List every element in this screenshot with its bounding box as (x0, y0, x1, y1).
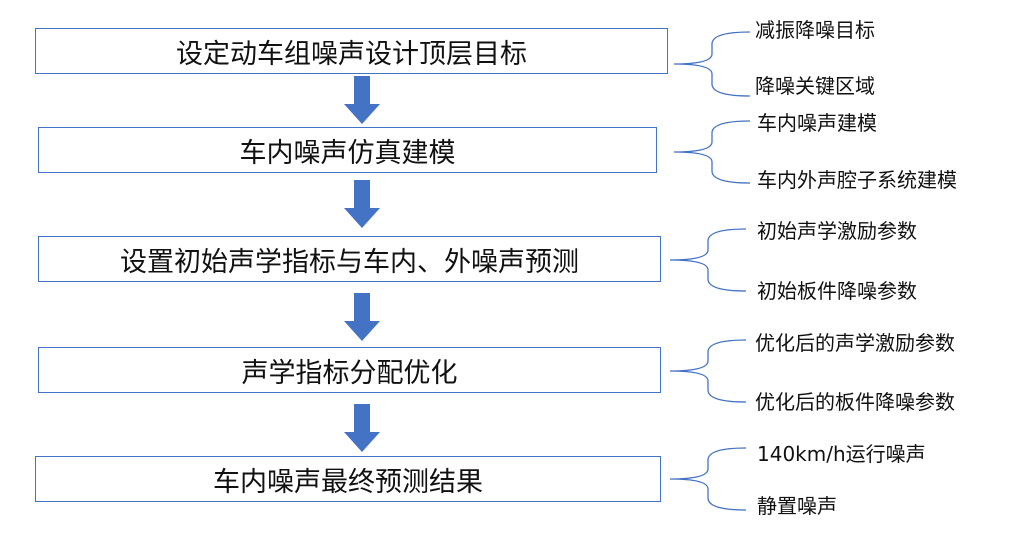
down-arrow-4 (344, 404, 380, 452)
step-box-4: 声学指标分配优化 (38, 347, 661, 393)
brace-5 (669, 447, 747, 511)
step-box-2: 车内噪声仿真建模 (38, 127, 657, 173)
step-box-3: 设置初始声学指标与车内、外噪声预测 (38, 236, 661, 282)
note-3a: 初始声学激励参数 (757, 219, 917, 243)
brace-4 (669, 339, 747, 403)
note-1b: 降噪关键区域 (755, 74, 875, 98)
down-arrow-3 (344, 293, 380, 341)
down-arrow-2 (344, 180, 380, 228)
note-5b: 静置噪声 (757, 494, 837, 518)
note-3b: 初始板件降噪参数 (757, 279, 917, 303)
note-1a: 减振降噪目标 (755, 18, 875, 42)
step-box-1: 设定动车组噪声设计顶层目标 (35, 28, 668, 74)
brace-2 (673, 120, 751, 184)
step-box-5: 车内噪声最终预测结果 (35, 456, 661, 502)
brace-3 (669, 228, 747, 292)
note-2b: 车内外声腔子系统建模 (757, 168, 957, 192)
note-4a: 优化后的声学激励参数 (755, 331, 955, 355)
note-5a: 140km/h运行噪声 (757, 442, 926, 466)
note-4b: 优化后的板件降噪参数 (755, 390, 955, 414)
brace-1 (673, 31, 751, 97)
down-arrow-1 (344, 76, 380, 124)
note-2a: 车内噪声建模 (757, 111, 877, 135)
